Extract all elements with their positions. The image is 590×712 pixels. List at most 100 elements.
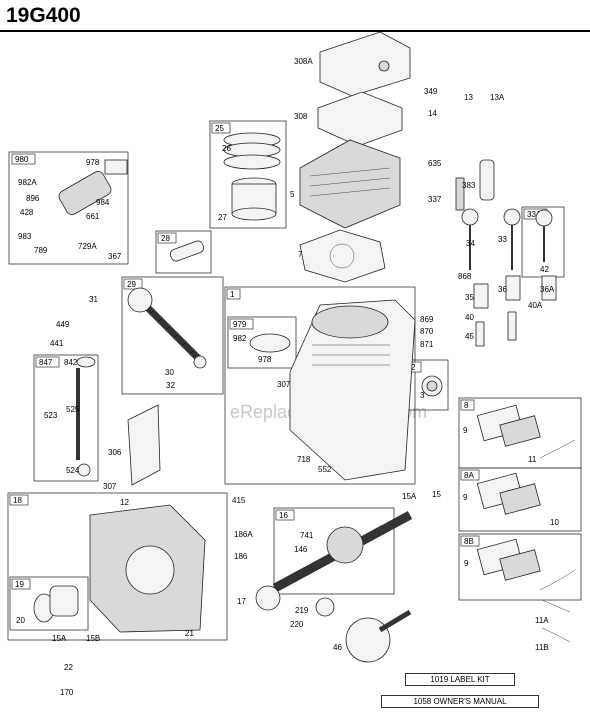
part-number-label: 30 (165, 368, 174, 377)
crank-counterweight (326, 526, 364, 564)
part-number-label: 186A (234, 530, 253, 539)
part-number-label: 11B (535, 643, 549, 652)
part-number-label: 15 (432, 490, 441, 499)
valve-spring-36 (505, 275, 521, 301)
part-number-label: 842 (64, 358, 78, 367)
breather-body-8 (499, 415, 541, 447)
part-number-label: 22 (64, 663, 73, 672)
part-number-label: 525 (66, 405, 80, 414)
governor-gear (315, 597, 335, 617)
part-number-label: 21 (185, 629, 194, 638)
dipstick-cap (76, 356, 96, 368)
box-tag: 8A (464, 471, 474, 480)
part-number-label: 34 (466, 239, 475, 248)
part-number-label: 349 (424, 87, 438, 96)
box-tag: 18 (13, 496, 22, 505)
box-tag-frame (157, 232, 177, 244)
box-tag: 19 (15, 580, 24, 589)
valve-33 (503, 208, 521, 226)
piston-ring (223, 154, 281, 170)
box-tag: 2 (411, 363, 416, 372)
part-number-label: 870 (420, 327, 434, 336)
part-number-label: 36 (498, 285, 507, 294)
part-number-label: 729A (78, 242, 97, 251)
part-number-label: 552 (318, 465, 332, 474)
breather-body-8a (499, 483, 541, 515)
valve-34 (461, 208, 479, 226)
frame-28 (155, 230, 212, 274)
breather-gasket (249, 333, 291, 353)
part-number-label: 11A (535, 616, 549, 625)
part-number-label: 7 (298, 250, 303, 259)
part-number-label: 308A (294, 57, 313, 66)
cylinder-bore (311, 305, 389, 339)
box-tag-frame (460, 399, 475, 411)
title-rule (0, 30, 590, 32)
breather-tube (479, 159, 495, 201)
box-tag: 16 (279, 511, 288, 520)
part-number-label: 741 (300, 531, 314, 540)
bracket-306 (127, 404, 161, 486)
owners-manual-note: 1058 OWNER'S MANUAL (381, 695, 539, 708)
part-number-label: 9 (463, 493, 468, 502)
part-number-label: 186 (234, 552, 248, 561)
box-tag: 25 (215, 124, 224, 133)
part-number-label: 5 (290, 190, 295, 199)
valve-spring-35 (473, 283, 489, 309)
cam-gear (345, 617, 391, 663)
cylinder-head (299, 139, 401, 229)
part-number-label: 40 (465, 313, 474, 322)
part-number-label: 36A (540, 285, 555, 294)
main-bearing (255, 585, 281, 611)
part-number-label: 15B (86, 634, 100, 643)
piston-pin (169, 240, 205, 262)
diagram-title: 19G400 (6, 4, 81, 27)
box-tag-frame (11, 578, 31, 590)
part-number-label: 3 (420, 391, 425, 400)
part-number-label: 871 (420, 340, 434, 349)
starter-bracket (104, 159, 128, 175)
box-tag: 33A (527, 210, 542, 219)
part-number-label: 17 (237, 597, 246, 606)
head-shield-308a (319, 31, 411, 97)
part-number-label: 9 (464, 559, 469, 568)
part-number-label: 146 (294, 545, 308, 554)
part-number-label: 13 (464, 93, 473, 102)
part-number-label: 868 (458, 272, 472, 281)
valve-33a (535, 209, 553, 227)
frame-980 (8, 151, 129, 265)
tappet-45b (507, 311, 517, 341)
part-number-label: 9 (463, 426, 468, 435)
part-number-label: 307 (103, 482, 117, 491)
part-number-label: 984 (96, 198, 110, 207)
box-tag: 979 (233, 320, 247, 329)
box-tag-frame (35, 356, 60, 368)
part-number-label: 661 (86, 212, 100, 221)
part-number-label: 26 (222, 144, 231, 153)
bearing-19 (49, 585, 79, 617)
box-tag: 980 (15, 155, 29, 164)
box-tag: 8 (464, 401, 469, 410)
frame-16 (273, 507, 395, 595)
dipstick-seal (77, 463, 91, 477)
part-number-label: 35 (465, 293, 474, 302)
part-number-label: 32 (166, 381, 175, 390)
part-number-label: 308 (294, 112, 308, 121)
part-number-label: 428 (20, 208, 34, 217)
part-number-label: 307 (277, 380, 291, 389)
part-number-label: 337 (428, 195, 442, 204)
starter-motor (58, 171, 112, 215)
part-number-label: 383 (462, 181, 476, 190)
box-tag: 8B (464, 537, 474, 546)
part-number-label: 367 (108, 252, 122, 261)
frame-25 (209, 120, 287, 229)
frame-29 (121, 276, 224, 395)
frame-979 (227, 316, 297, 369)
box-tag: 847 (39, 358, 53, 367)
sump-boss (125, 545, 175, 595)
label-kit-note: 1019 LABEL KIT (405, 673, 515, 686)
part-number-label: 11 (528, 455, 537, 464)
part-number-label: 982A (18, 178, 37, 187)
part-number-label: 10 (550, 518, 559, 527)
part-number-label: 15A (52, 634, 67, 643)
